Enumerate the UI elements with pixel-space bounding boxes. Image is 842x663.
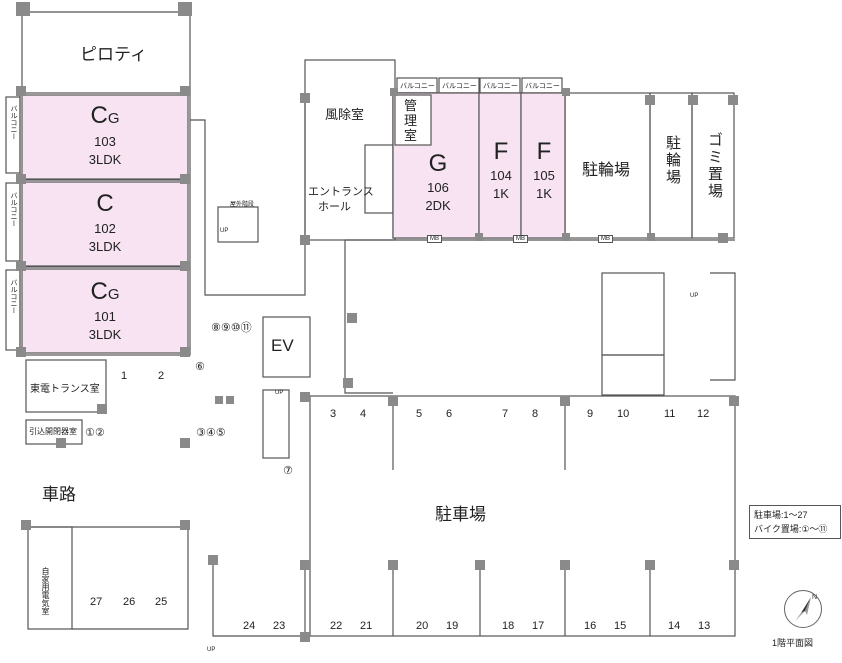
mb-label-3: MB [598, 235, 613, 243]
balcony-label-103: バルコニー [10, 105, 17, 140]
parking-number: 22 [330, 620, 343, 632]
parking-number: 12 [697, 408, 710, 420]
garbage-label: ゴミ置場 [706, 132, 723, 200]
generator-room-label: 自家用電気室 [41, 567, 50, 615]
unit-suffix: G [107, 110, 120, 127]
unit-type: C [90, 278, 108, 305]
parking-number: 9 [587, 408, 594, 420]
bike-numbers-1-2: ①② [85, 427, 105, 439]
unit-type: C [96, 190, 114, 217]
unit-102-fill [21, 181, 189, 267]
parking-number: 1 [121, 370, 128, 382]
compass-icon: N [784, 590, 822, 628]
floor-plan-caption: 1階平面図 [772, 638, 814, 648]
unit-105-fill [520, 92, 566, 239]
up-label-1: UP [220, 228, 229, 234]
wind-room-label: 風除室 [325, 107, 365, 122]
svg-text:N: N [812, 594, 817, 601]
balcony-label-top-3: バルコニー [483, 83, 518, 90]
mb-label-2: MB [513, 235, 528, 243]
legend-box: 駐車場:1～27 バイク置場:①～⑪ [749, 505, 841, 539]
unit-type: C [90, 102, 108, 129]
bike-number-6: ⑥ [195, 361, 205, 373]
road-label: 車路 [42, 485, 76, 504]
balcony-label-top-4: バルコニー [525, 83, 560, 90]
parking-number: 11 [664, 408, 676, 420]
main-parking-label: 駐車場 [435, 505, 486, 524]
outdoor-stairs-label: 屋外階段 [230, 202, 255, 208]
parking-number: 18 [502, 620, 515, 632]
bike-number-7: ⑦ [283, 465, 293, 477]
parking-number: 3 [330, 408, 337, 420]
unit-layout: 1K [493, 186, 509, 201]
parking-number: 15 [614, 620, 627, 632]
unit-type: F [493, 138, 509, 165]
unit-number: 104 [490, 168, 512, 183]
unit-suffix: G [107, 286, 120, 303]
management-label: 管理室 [404, 98, 418, 143]
parking-number: 17 [532, 620, 545, 632]
up-label-4: UP [207, 647, 216, 653]
parking-number: 27 [90, 596, 103, 608]
parking-number: 21 [360, 620, 373, 632]
unit-number: 103 [94, 134, 116, 149]
bicycle-parking-label: 駐輪場 [582, 162, 631, 179]
bike-numbers-8-11: ⑧⑨⑩⑪ [211, 322, 252, 334]
balcony-label-102: バルコニー [10, 192, 17, 227]
unit-type: G [428, 150, 448, 177]
parking-number: 16 [584, 620, 597, 632]
parking-number: 5 [416, 408, 423, 420]
parking-number: 2 [158, 370, 165, 382]
unit-103-fill [21, 94, 189, 180]
entrance-label-1: エントランス [308, 186, 374, 198]
balcony-label-top-1: バルコニー [400, 83, 435, 90]
bicycle-label: 駐輪場 [664, 135, 681, 186]
parking-number: 25 [155, 596, 168, 608]
unit-layout: 2DK [425, 198, 451, 213]
parking-number: 14 [668, 620, 681, 632]
mb-label-1: MB [427, 235, 442, 243]
ev-label: EV [271, 336, 294, 355]
switch-room-label: 引込開閉器室 [29, 427, 77, 436]
parking-number: 20 [416, 620, 429, 632]
trans-room-label: 東電トランス室 [30, 384, 100, 395]
parking-number: 6 [446, 408, 453, 420]
unit-layout: 3LDK [88, 152, 122, 167]
unit-layout: 3LDK [88, 239, 122, 254]
up-label-3: UP [690, 293, 699, 299]
balcony-label-top-2: バルコニー [442, 83, 477, 90]
unit-layout: 1K [536, 186, 552, 201]
parking-number: 10 [617, 408, 630, 420]
parking-number: 13 [698, 620, 711, 632]
unit-104-fill [478, 92, 522, 239]
piloti-label: ピロティ [80, 45, 147, 64]
unit-101-fill [21, 268, 189, 354]
parking-number: 4 [360, 408, 367, 420]
up-label-2: UP [275, 390, 284, 396]
unit-number: 106 [427, 180, 449, 195]
legend-bikes: バイク置場:①～⑪ [754, 524, 828, 534]
parking-number: 23 [273, 620, 286, 632]
balcony-label-101: バルコニー [10, 279, 17, 314]
unit-number: 101 [94, 309, 116, 324]
entrance-label-2: ホール [318, 201, 351, 213]
parking-number: 26 [123, 596, 136, 608]
unit-number: 105 [533, 168, 555, 183]
parking-number: 8 [532, 408, 539, 420]
parking-number: 19 [446, 620, 459, 632]
legend-parking: 駐車場:1～27 [754, 510, 808, 520]
unit-type: F [536, 138, 552, 165]
parking-number: 24 [243, 620, 256, 632]
unit-number: 102 [94, 221, 116, 236]
unit-layout: 3LDK [88, 327, 122, 342]
bike-numbers-3-5: ③④⑤ [196, 427, 226, 439]
parking-number: 7 [502, 408, 509, 420]
